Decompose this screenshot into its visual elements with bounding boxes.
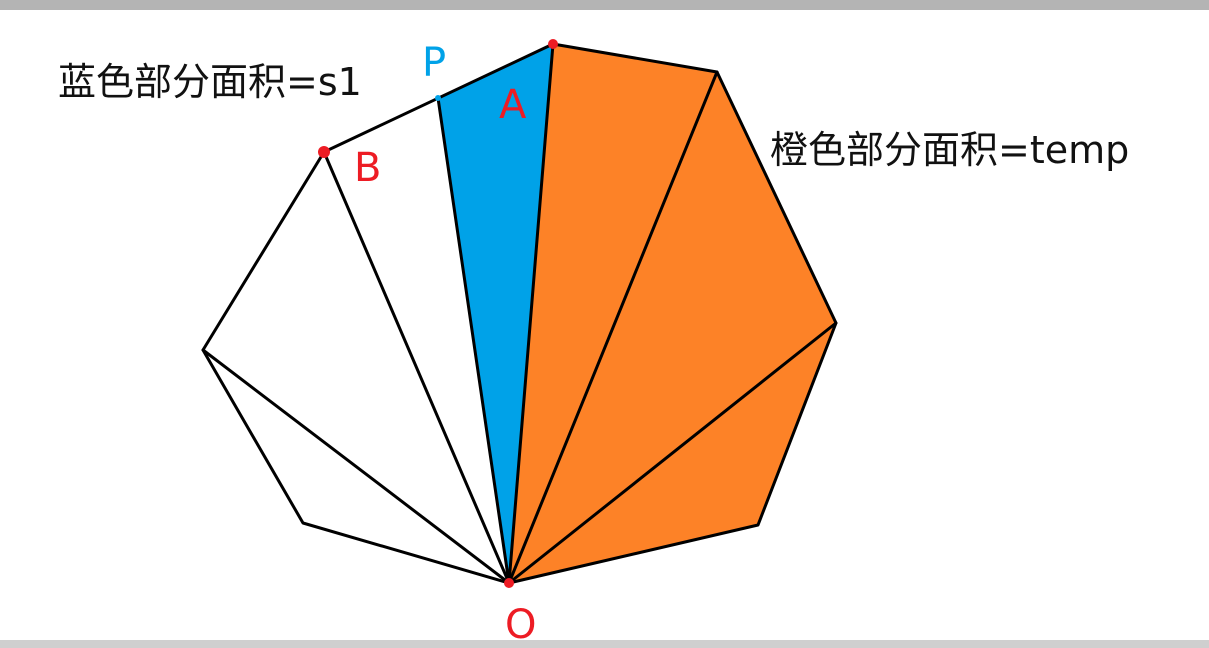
point-a-label: A: [499, 82, 527, 128]
diagonal-o-b: [322, 150, 511, 585]
bottom-border: [0, 640, 1209, 648]
diagonal-o-v2: [507, 70, 719, 585]
point-a-marker: [548, 39, 558, 49]
diagonal-o-a: [507, 42, 555, 585]
point-o-marker: [504, 578, 514, 588]
diagonal-o-v7: [201, 348, 511, 585]
diagonal-o-v3: [507, 321, 838, 585]
diagonals: [201, 42, 838, 585]
point-p-label: P: [422, 40, 446, 86]
point-b-label: B: [354, 145, 381, 191]
point-p-marker: [435, 95, 441, 101]
orange-area-caption: 橙色部分面积=temp: [770, 128, 1129, 172]
orange-region: [509, 44, 836, 583]
point-b-marker: [318, 146, 330, 158]
top-border: [0, 0, 1209, 10]
blue-region: [438, 44, 553, 583]
blue-area-caption: 蓝色部分面积=s1: [58, 60, 362, 104]
diagonal-o-p: [436, 96, 511, 585]
